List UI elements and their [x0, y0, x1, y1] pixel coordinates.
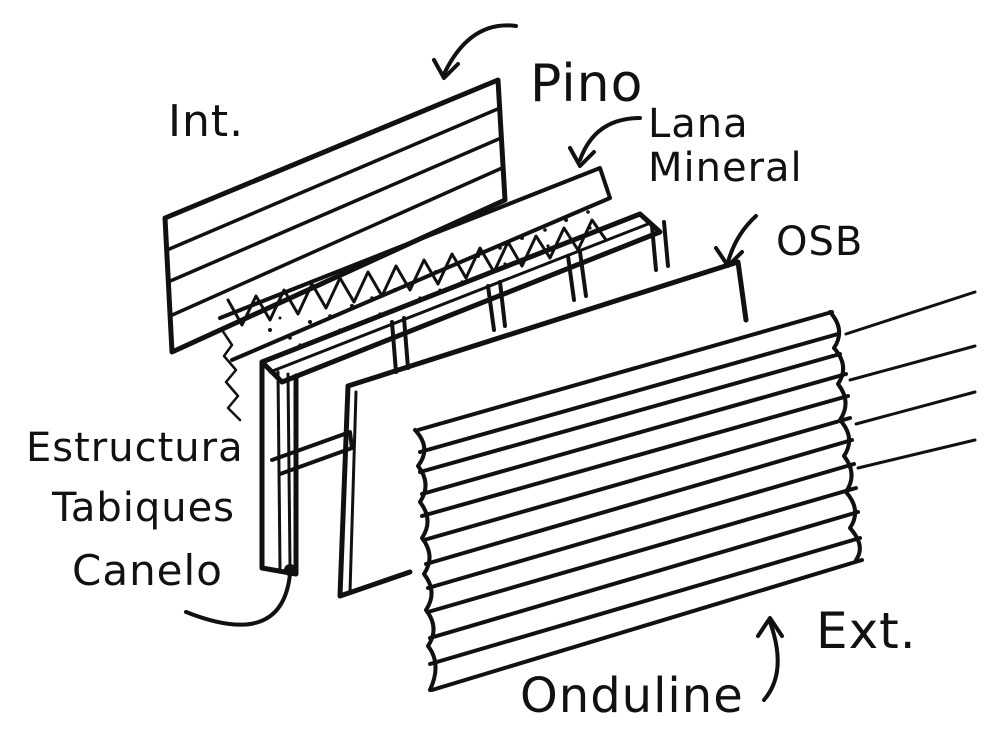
canelo-leader — [184, 572, 292, 627]
interior-label: Int. — [168, 96, 245, 147]
pino-label: Pino — [530, 54, 644, 114]
canelo-stud-frame — [259, 211, 670, 577]
pine-panel — [162, 77, 508, 355]
pino-arrow — [432, 23, 518, 80]
mineral-wool-layer — [218, 166, 612, 422]
onduline-sheet — [413, 290, 977, 692]
tabiques-label: Tabiques — [52, 485, 236, 531]
lana-arrow — [568, 116, 642, 168]
estructura-label: Estructura — [26, 425, 244, 471]
osb-label: OSB — [776, 219, 864, 265]
exterior-label: Ext. — [816, 602, 917, 660]
lana-label: Lana — [648, 101, 749, 147]
osb-board — [337, 259, 749, 599]
canelo-label: Canelo — [72, 546, 223, 595]
mineral-label: Mineral — [648, 145, 803, 191]
onduline-arrow — [756, 616, 784, 702]
osb-arrow — [714, 214, 758, 268]
onduline-label: Onduline — [520, 668, 744, 724]
